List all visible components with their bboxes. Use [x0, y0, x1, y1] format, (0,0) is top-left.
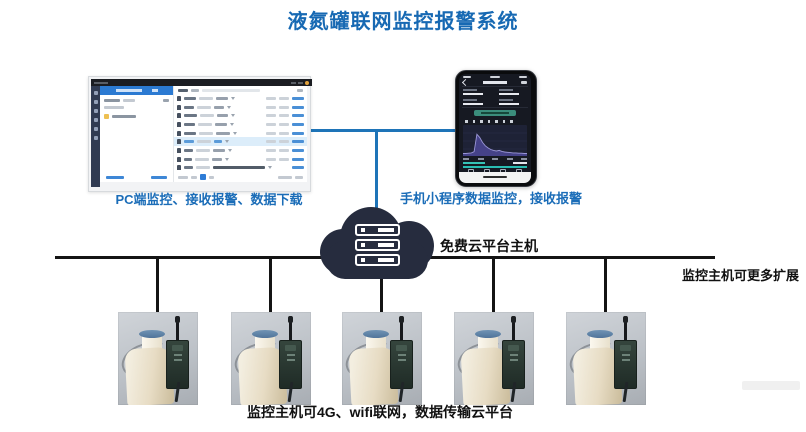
liquid-nitrogen-tank-photo: [566, 312, 646, 405]
monitor-device: [390, 340, 413, 389]
antenna-icon: [288, 316, 293, 343]
drop-line: [156, 256, 159, 314]
phone-progress-bar: [463, 166, 527, 168]
current-page-button: [200, 174, 206, 180]
table-row: [174, 111, 307, 120]
chart-legend: [465, 120, 513, 123]
cloud-caption: 免费云平台主机: [440, 238, 538, 254]
drop-line: [604, 256, 607, 314]
antenna-icon: [511, 316, 516, 343]
pc-left-panel: [100, 86, 174, 182]
pc-table-rows: [174, 94, 307, 172]
pc-phone-connector-line: [308, 129, 456, 132]
antenna-icon: [623, 316, 628, 343]
expand-caption: 监控主机可更多扩展: [682, 268, 800, 283]
phone-kv-grid: [463, 88, 527, 106]
table-row: [174, 129, 307, 138]
pc-pagination: [178, 174, 303, 180]
tree-item: [100, 109, 173, 119]
phone-nav-bar: [461, 78, 527, 87]
tank-neck: [255, 334, 275, 351]
pc-panel-header: [100, 86, 173, 95]
pc-monitor-screenshot: [88, 76, 312, 192]
antenna-icon: [399, 316, 404, 343]
table-row: [174, 164, 307, 173]
cloud-host: [320, 207, 434, 280]
drop-line: [269, 256, 272, 314]
phone-screenshot: [455, 70, 537, 187]
phone-chart: [463, 125, 527, 156]
phone-status-pill: [474, 110, 516, 116]
table-row: [174, 120, 307, 129]
phone-status-bar: [463, 76, 527, 78]
window-badge-icon: [305, 80, 309, 85]
tank-neck: [478, 334, 498, 351]
tank-cap: [475, 330, 501, 338]
table-row: [174, 94, 307, 103]
phone-home-indicator: [483, 176, 507, 178]
phone-action-bar: [463, 169, 527, 172]
table-row: [174, 155, 307, 164]
table-row: [174, 137, 307, 147]
liquid-nitrogen-tank-photo: [454, 312, 534, 405]
bottom-caption: 监控主机可4G、wifi联网，数据传输云平台: [246, 404, 513, 420]
liquid-nitrogen-tank-photo: [342, 312, 422, 405]
table-row: [174, 103, 307, 112]
liquid-nitrogen-tank-photo: [118, 312, 198, 405]
tank-neck: [366, 334, 386, 351]
tank-cap: [363, 330, 389, 338]
phone-caption: 手机小程序数据监控，接收报警: [400, 191, 583, 206]
tank-cap: [252, 330, 278, 338]
tank-neck: [142, 334, 162, 351]
pc-caption: PC端监控、接收报警、数据下载: [115, 192, 303, 207]
folder-icon: [104, 114, 109, 119]
pc-table-toolbar: [174, 86, 307, 94]
pc-table: [174, 86, 307, 182]
watermark: [742, 381, 800, 390]
liquid-nitrogen-tank-photo: [231, 312, 311, 405]
battery-icon: [521, 81, 527, 84]
phone-chin: [459, 172, 531, 183]
server-rack-icon: [355, 224, 400, 266]
tank-cap: [139, 330, 165, 338]
antenna-icon: [175, 316, 180, 343]
drop-line: [380, 256, 383, 314]
cloud-connector-line: [375, 129, 378, 208]
pc-sidebar-rail: [91, 86, 100, 187]
monitor-device: [614, 340, 637, 389]
phone-screen: [459, 74, 531, 172]
chart-x-labels: [463, 158, 527, 160]
chevron-left-icon: [461, 78, 470, 87]
drop-line: [492, 256, 495, 314]
tank-cap: [587, 330, 613, 338]
pc-footer-links: [106, 176, 167, 179]
table-row: [174, 146, 307, 155]
pc-titlebar: [91, 79, 312, 86]
page-title: 液氮罐联网监控报警系统: [287, 11, 519, 33]
tank-neck: [590, 334, 610, 351]
